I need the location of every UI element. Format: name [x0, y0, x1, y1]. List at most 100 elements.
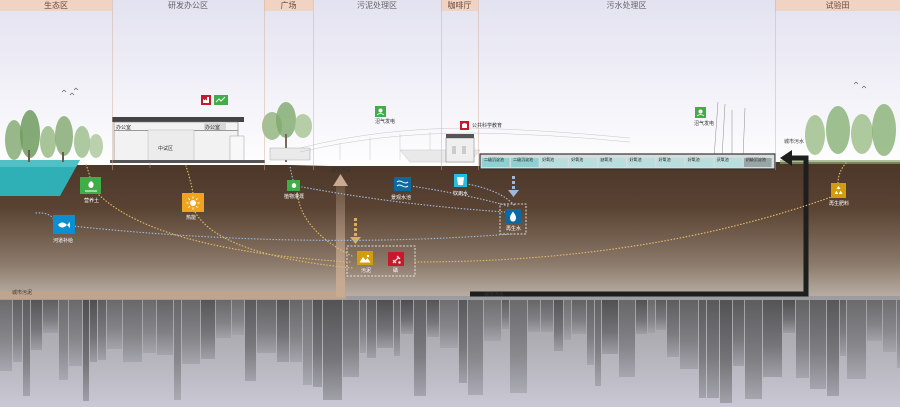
- reflected-building: [827, 300, 839, 396]
- reflected-building: [468, 300, 483, 395]
- reflected-building: [699, 300, 706, 398]
- sludge-riser-arrow: [333, 174, 348, 186]
- zone-label-cafe: 咖啡厅: [441, 0, 478, 11]
- flow-reclaimed-to-pool: [410, 185, 509, 207]
- reflected-building: [401, 300, 413, 334]
- sludge-down-arrow: [350, 218, 361, 244]
- reclaimed-water-icon: [505, 209, 521, 223]
- reflected-building: [733, 300, 744, 366]
- lab-room-label: 中试区: [158, 146, 174, 152]
- flow-sludge-to-heat: [194, 211, 353, 269]
- zone-divider: [441, 0, 442, 170]
- reflected-building: [394, 300, 400, 356]
- sludge-pipe: [0, 292, 346, 299]
- reflected-building: [69, 300, 82, 366]
- reflected-building: [201, 300, 215, 359]
- reflected-building: [107, 300, 122, 349]
- soil-layer: [0, 162, 900, 296]
- reflected-building: [232, 300, 244, 335]
- tank-label: 缺氧池: [600, 157, 613, 162]
- science-education-label: 公共科学教育: [472, 123, 503, 129]
- city-sewage-pipe-label: 城市污水: [484, 292, 505, 298]
- tank-row: [479, 153, 776, 170]
- flow-sludge-to-soil: [93, 189, 351, 263]
- plant-towers: [713, 101, 746, 159]
- resource-flows: [35, 162, 847, 269]
- tank-8: [714, 158, 743, 167]
- tank-1: [511, 158, 539, 167]
- reflected-building: [143, 300, 156, 353]
- zone-divider: [313, 0, 314, 170]
- plant-irrigation-label: 植物灌溉: [284, 194, 305, 200]
- reflected-building: [182, 300, 200, 364]
- reflected-building: [123, 300, 142, 362]
- reflected-building: [587, 300, 594, 365]
- zone-label-eco: 生态区: [0, 0, 112, 11]
- reflected-building: [459, 300, 467, 383]
- reflected-building: [31, 300, 42, 350]
- reflected-building: [648, 300, 655, 333]
- reflected-building: [572, 300, 586, 334]
- eco-trees: [5, 110, 103, 162]
- reflected-building: [636, 300, 647, 334]
- reflected-building: [216, 300, 231, 338]
- nutrient-soil-label: 营养土: [84, 198, 100, 204]
- reflected-building: [290, 300, 302, 362]
- tank-label: 好氧池: [629, 157, 642, 162]
- reflected-building: [502, 300, 509, 329]
- reflected-building: [43, 300, 58, 333]
- reflected-building: [313, 300, 322, 387]
- reflected-building: [840, 300, 846, 356]
- reflected-building: [414, 300, 426, 396]
- plant-irrigation-icon: [287, 180, 300, 191]
- reflected-building: [783, 300, 795, 333]
- reflected-building: [245, 300, 256, 381]
- reclaimed-water-label: 再生水: [506, 226, 522, 232]
- flow-reclaimed-to-plants: [301, 186, 506, 213]
- landscape-water-icon: [394, 177, 411, 191]
- phosphorus-label: 磷: [393, 268, 399, 274]
- tank-label: 初级沉淀池: [745, 157, 766, 162]
- tank-label: 好氧池: [571, 157, 584, 162]
- biogas-right-label: 沼气发电: [694, 121, 715, 127]
- zone-label-sludge: 污泥处理区: [357, 1, 397, 10]
- zone-label-sewage: 污水处理区: [606, 1, 647, 10]
- reflected-building: [528, 300, 540, 332]
- reflected-building: [257, 300, 276, 353]
- heat-energy-icon: [182, 193, 204, 212]
- zone-divider: [478, 0, 479, 170]
- reflected-building: [867, 300, 882, 341]
- office-room-1-label: 办公室: [116, 125, 132, 131]
- reflected-building: [810, 300, 826, 389]
- recycled-fertilizer-label: 再生肥料: [829, 201, 850, 207]
- reflected-building: [707, 300, 719, 398]
- flow-reclaimed-to-river: [71, 225, 513, 241]
- sludge-icon: [357, 251, 373, 265]
- reclaimed-down-arrow: [508, 176, 519, 197]
- tank-9: [743, 158, 772, 167]
- nutrient-soil-icon: [80, 177, 101, 194]
- reflected-building: [680, 300, 698, 369]
- reflected-building: [595, 300, 601, 386]
- river-water: [0, 160, 80, 196]
- reflected-building: [564, 300, 571, 340]
- city-reflection: [0, 300, 900, 403]
- cafe-building: [445, 134, 475, 163]
- reflected-building: [745, 300, 762, 399]
- reflected-building: [897, 300, 900, 368]
- zone-divider: [775, 0, 776, 170]
- tank-4: [598, 158, 626, 167]
- tank-3: [569, 158, 597, 167]
- tank-label: 好氧池: [658, 157, 671, 162]
- reflected-building: [277, 300, 289, 362]
- reflected-building: [510, 300, 527, 393]
- reflected-building: [83, 300, 89, 401]
- reflected-building: [377, 300, 393, 348]
- flow-irrigation-to-surface: [289, 165, 294, 181]
- reflected-building: [367, 300, 376, 358]
- tank-label: 二级沉淀池: [484, 157, 504, 162]
- reflected-building: [13, 300, 22, 362]
- phosphorus-icon: [388, 252, 404, 266]
- field-trees: [780, 104, 900, 164]
- flow-phosphorus-to-fertilizer: [414, 195, 835, 263]
